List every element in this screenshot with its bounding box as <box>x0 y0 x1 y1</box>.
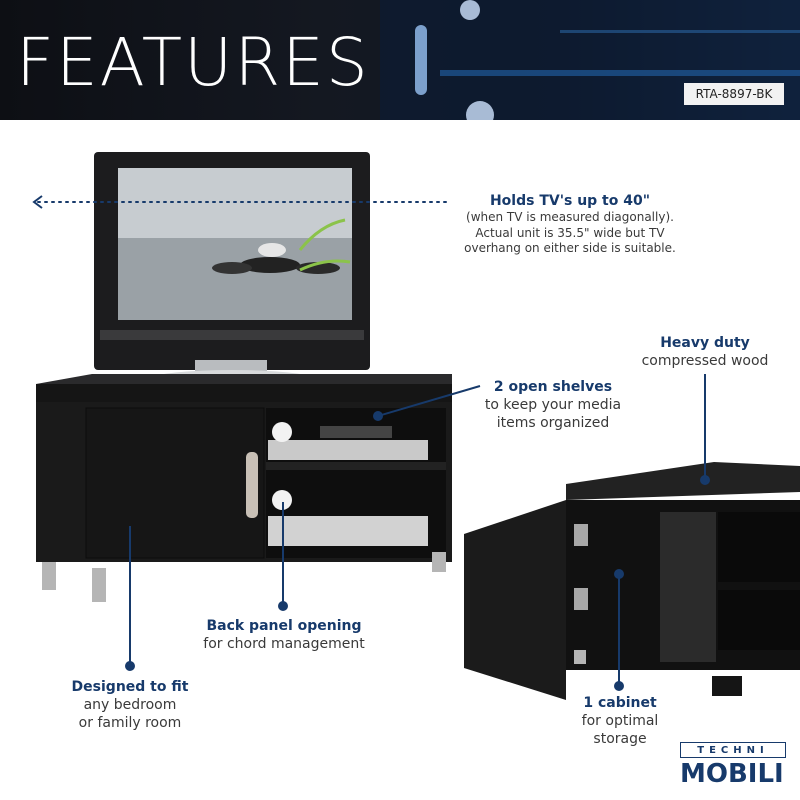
callout-shelves: 2 open shelves to keep your media items … <box>458 378 648 433</box>
callout-tv-line2: Actual unit is 35.5" wide but TV <box>475 225 665 240</box>
brand-logo: TECHNI MOBILI <box>680 742 788 790</box>
callout-shelves-line2: items organized <box>496 415 610 432</box>
page-title: FEATURES <box>16 24 370 101</box>
callout-shelves-line1: to keep your media <box>484 397 622 414</box>
callout-tv-size: Holds TV's up to 40" (when TV is measure… <box>420 192 720 257</box>
model-number-badge: RTA-8897-BK <box>684 83 784 105</box>
callout-fit: Designed to fit any bedroom or family ro… <box>60 678 200 733</box>
open-cabinet-image <box>464 462 800 700</box>
callout-cabinet-heading: 1 cabinet <box>583 695 657 711</box>
brand-logo-top: TECHNI <box>680 742 786 758</box>
callout-tv-line3: overhang on either side is suitable. <box>464 241 676 256</box>
callout-cabinet-line2: storage <box>593 731 647 748</box>
callout-fit-line2: or family room <box>78 715 182 732</box>
callout-cabinet: 1 cabinet for optimal storage <box>560 694 680 749</box>
callout-back-panel-heading: Back panel opening <box>206 618 362 634</box>
callout-wood: Heavy duty compressed wood <box>620 334 790 370</box>
callout-tv-heading: Holds TV's up to 40" <box>489 193 651 209</box>
callout-wood-line1: compressed wood <box>641 353 769 370</box>
callout-back-panel: Back panel opening for chord management <box>186 617 382 653</box>
callout-fit-heading: Designed to fit <box>71 679 189 695</box>
callout-back-panel-line1: for chord management <box>203 636 365 653</box>
header-banner: FEATURES RTA-8897-BK <box>0 0 800 120</box>
callout-fit-line1: any bedroom <box>83 697 177 714</box>
callout-tv-line1: (when TV is measured diagonally). <box>466 210 674 225</box>
tv-stand-image <box>36 374 452 602</box>
callout-cabinet-line1: for optimal <box>581 713 659 730</box>
brand-logo-bottom: MOBILI <box>680 759 784 789</box>
callout-wood-heading: Heavy duty <box>660 335 750 351</box>
callout-shelves-heading: 2 open shelves <box>493 379 613 395</box>
